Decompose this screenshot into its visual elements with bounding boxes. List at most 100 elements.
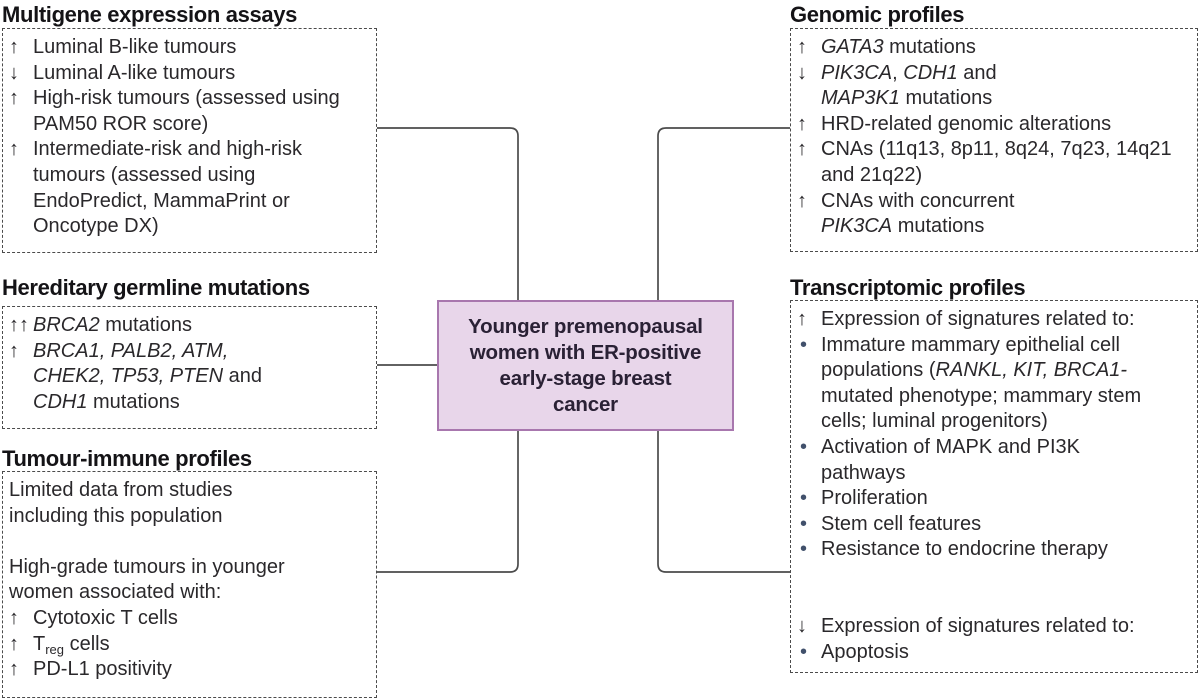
text-line-content: CHEK2, TP53, PTEN and	[33, 365, 262, 388]
panel-title-hereditary: Hereditary germline mutations	[2, 275, 310, 300]
panel-box-immune: Limited data from studies including this …	[2, 471, 377, 698]
text-line-content: and 21q22)	[821, 163, 923, 186]
text-line: • Activation of MAPK and PI3K	[797, 435, 1193, 461]
text-line-content: tumours (assessed using	[33, 163, 256, 186]
indent-spacer	[9, 364, 33, 390]
text-line: and 21q22)	[797, 163, 1193, 189]
text-line-content: PAM50 ROR score)	[33, 112, 209, 135]
panel-genomic-profiles: Genomic profiles ↑GATA3 mutations↓PIK3CA…	[790, 3, 1198, 252]
text-line: PAM50 ROR score)	[9, 112, 372, 138]
indent-spacer	[797, 86, 821, 112]
arrow-up-icon: ↑	[9, 632, 19, 655]
arrow-up-icon: ↑	[9, 339, 19, 362]
text-line: women associated with:	[9, 580, 372, 606]
text-line-content	[9, 529, 15, 555]
panel-title-genomic: Genomic profiles	[790, 2, 965, 27]
arrow-up-icon: ↑	[797, 189, 807, 212]
arrow-up-icon: ↑	[797, 112, 807, 135]
bullet-icon: •	[800, 435, 808, 458]
indent-spacer	[797, 384, 821, 410]
panel-title-transcriptomic: Transcriptomic profiles	[790, 275, 1026, 300]
text-line-content: including this population	[9, 504, 223, 527]
text-line: • Immature mammary epithelial cell	[797, 333, 1193, 359]
center-label: Younger premenopausal women with ER-posi…	[468, 314, 703, 416]
text-line: ↑ HRD-related genomic alterations	[797, 112, 1193, 138]
text-line: ↑BRCA1, PALB2, ATM,	[9, 339, 372, 365]
text-line: ↑GATA3 mutations	[797, 35, 1193, 61]
text-line: ↑Intermediate-risk and high-risk	[9, 137, 372, 163]
text-line: populations (RANKL, KIT, BRCA1-	[797, 358, 1193, 384]
text-line: MAP3K1 mutations	[797, 86, 1193, 112]
arrow-up-icon: ↑	[9, 138, 19, 161]
bullet-icon: •	[800, 487, 808, 510]
text-line-content: HRD-related genomic alterations	[821, 112, 1112, 135]
text-line: ↑Treg cells	[9, 632, 372, 658]
text-line	[797, 589, 1193, 615]
indent-spacer	[797, 163, 821, 189]
text-line	[9, 529, 372, 555]
panel-title-immune: Tumour-immune profiles	[2, 446, 252, 471]
arrow-up-icon: ↑	[797, 308, 807, 330]
text-line-content: Stem cell features	[821, 512, 982, 535]
text-line: •Apoptosis	[797, 640, 1193, 666]
arrow-up-icon: ↑	[797, 138, 807, 161]
text-line-content: Limited data from studies	[9, 479, 233, 501]
text-line-content: GATA3 mutations	[821, 36, 976, 58]
panel-body-immune: Limited data from studies including this …	[9, 478, 372, 683]
text-line: ↑Cytotoxic T cells	[9, 606, 372, 632]
text-line-content: Apoptosis	[821, 640, 909, 663]
text-line-content: BRCA2 mutations	[33, 314, 192, 336]
text-line-content: Expression of signatures related to:	[821, 308, 1135, 330]
text-line: High-grade tumours in younger	[9, 555, 372, 581]
connector-transcriptomic-to-center	[657, 431, 790, 573]
panel-box-multigene: ↑Luminal B-like tumours↓Luminal A-like t…	[2, 28, 377, 253]
indent-spacer	[9, 112, 33, 138]
text-line-content: PD-L1 positivity	[33, 658, 172, 681]
text-line-content: women associated with:	[9, 581, 222, 604]
text-line-content: EndoPredict, MammaPrint or	[33, 189, 290, 212]
panel-box-transcriptomic: ↑ Expression of signatures related to: • Im…	[790, 300, 1198, 673]
bullet-icon: •	[800, 333, 808, 356]
bullet-icon: •	[800, 512, 808, 535]
text-line-content: CNAs with concurrent	[821, 189, 1015, 212]
text-line: CDH1 mutations	[9, 390, 372, 416]
text-line: mutated phenotype; mammary stem	[797, 384, 1193, 410]
arrow-down-icon: ↓	[797, 615, 807, 638]
text-line: pathways	[797, 461, 1193, 487]
arrow-up-icon: ↑	[9, 606, 19, 629]
indent-spacer	[9, 163, 33, 189]
arrow-up-icon: ↑	[9, 87, 19, 110]
panel-body-multigene: ↑Luminal B-like tumours↓Luminal A-like t…	[9, 35, 372, 240]
text-line: ↑ PD-L1 positivity	[9, 657, 372, 683]
text-line: ↑↑BRCA2 mutations	[9, 313, 372, 339]
indent-spacer	[797, 358, 821, 384]
text-line: • Stem cell features	[797, 512, 1193, 538]
text-line: PIK3CA mutations	[797, 214, 1193, 240]
text-line-content: PIK3CA mutations	[821, 215, 985, 238]
connector-multigene-to-center	[377, 127, 519, 300]
text-line: cells; luminal progenitors)	[797, 409, 1193, 435]
text-line-content: Luminal A-like tumours	[33, 61, 236, 84]
panel-multigene-expression-assays: Multigene expression assays ↑Luminal B-l…	[2, 3, 377, 253]
text-line-content: cells; luminal progenitors)	[821, 410, 1048, 433]
double-arrow-up-icon: ↑↑	[9, 314, 29, 336]
connector-immune-to-center	[377, 431, 519, 573]
panel-body-transcriptomic: ↑ Expression of signatures related to: • Im…	[797, 307, 1193, 665]
indent-spacer	[797, 214, 821, 240]
arrow-up-icon: ↑	[9, 658, 19, 681]
text-line-content: Resistance to endocrine therapy	[821, 538, 1108, 561]
text-line: ↑ High-risk tumours (assessed using	[9, 86, 372, 112]
text-line-content: mutated phenotype; mammary stem	[821, 384, 1142, 407]
indent-spacer	[797, 461, 821, 487]
center-node: Younger premenopausal women with ER-posi…	[437, 300, 734, 431]
panel-body-hereditary: ↑↑BRCA2 mutations↑BRCA1, PALB2, ATM,CHEK…	[9, 313, 372, 415]
text-line-content: PIK3CA, CDH1 and	[821, 61, 997, 84]
bullet-icon: •	[800, 538, 808, 561]
text-line-content: Immature mammary epithelial cell	[821, 333, 1120, 356]
text-line-content: Activation of MAPK and PI3K	[821, 435, 1081, 458]
text-line-content: High-risk tumours (assessed using	[33, 87, 340, 110]
text-line-content: Expression of signatures related to:	[821, 615, 1135, 638]
text-line	[797, 563, 1193, 589]
